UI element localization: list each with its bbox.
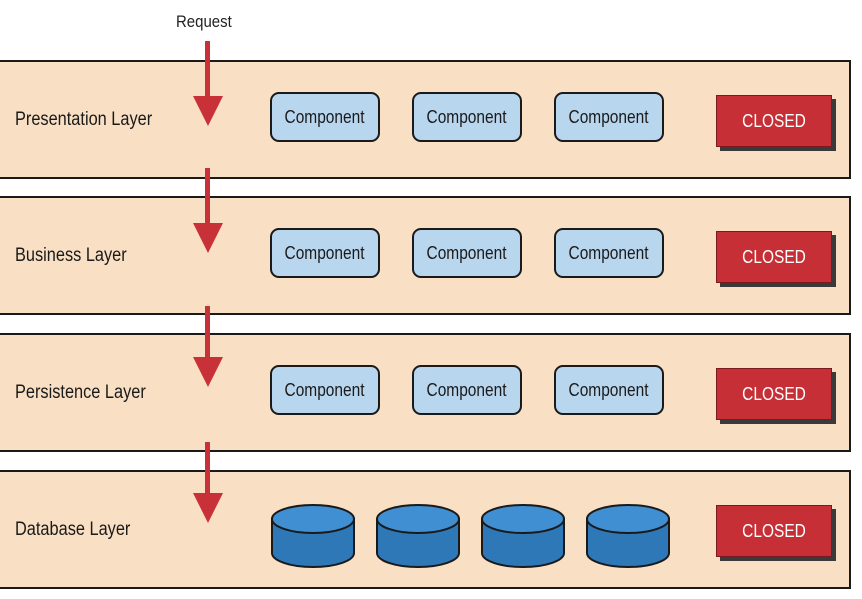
layer-business: Business Layer Component Component Compo… [0, 196, 851, 315]
layer-database: Database Layer CLOSED [0, 470, 851, 589]
layer-name: Persistence Layer [15, 381, 146, 403]
component-box: Component [554, 92, 664, 142]
layer-presentation: Presentation Layer Component Component C… [0, 60, 851, 179]
closed-badge: CLOSED [716, 505, 832, 557]
database-icon [376, 504, 460, 568]
closed-badge: CLOSED [716, 368, 832, 420]
component-box: Component [412, 92, 522, 142]
layer-persistence: Persistence Layer Component Component Co… [0, 333, 851, 452]
layer-name: Presentation Layer [15, 108, 153, 130]
component-box: Component [270, 228, 380, 278]
component-box: Component [412, 228, 522, 278]
component-box: Component [270, 92, 380, 142]
layer-name: Database Layer [15, 518, 131, 540]
database-icon [586, 504, 670, 568]
request-label: Request [176, 12, 232, 31]
component-box: Component [412, 365, 522, 415]
database-icon [481, 504, 565, 568]
component-box: Component [554, 228, 664, 278]
database-icon [271, 504, 355, 568]
database-row [270, 503, 670, 568]
closed-badge: CLOSED [716, 231, 832, 283]
closed-badge: CLOSED [716, 95, 832, 147]
layer-name: Business Layer [15, 244, 127, 266]
component-box: Component [554, 365, 664, 415]
component-box: Component [270, 365, 380, 415]
